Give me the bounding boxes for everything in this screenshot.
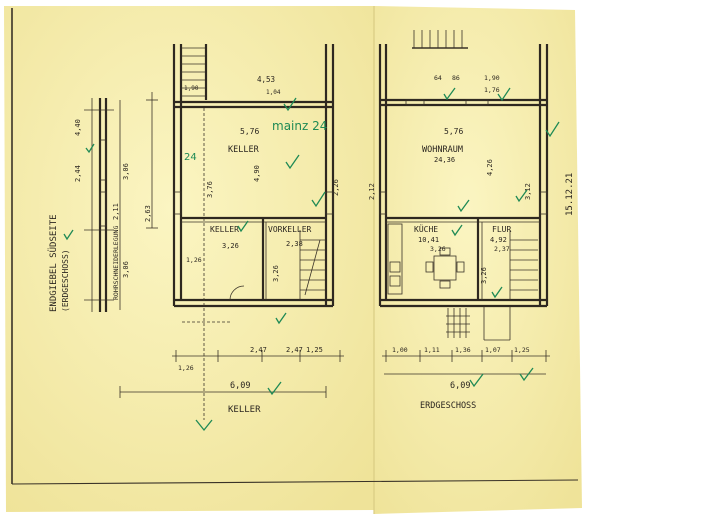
basement-bottom-dim-3: 1,25 [306, 346, 323, 354]
basement-plan: 4,53 1,90 1,04 5,76 mainz 24 24 KELLER 4… [119, 44, 344, 432]
ground-room-wohnraum-label: WOHNRAUM [422, 145, 463, 155]
basement-room-vorkeller-dim: 2,38 [286, 240, 303, 248]
basement-bottom-dim-2: 2,47 [286, 346, 303, 354]
ground-room-kuche-label: KÜCHE [414, 224, 438, 234]
basement-room-keller-area: 24 [184, 152, 197, 163]
kitchen-table [425, 247, 465, 289]
basement-side-dim-4: 1,26 [186, 256, 202, 264]
side-dim-3: 3,06 [122, 261, 130, 278]
basement-annotation-green: mainz 24 [272, 119, 327, 133]
ground-room-wohnraum-dim: 5,76 [444, 127, 463, 136]
basement-side-dim-2: 2,26 [332, 179, 340, 196]
basement-side-dim-3: 3,26 [272, 265, 280, 282]
ground-bottom-dim-5: 1,25 [514, 346, 530, 354]
ground-bottom-dim-1: 1,00 [392, 346, 408, 354]
margin-note: 15.12.21 [565, 173, 575, 216]
basement-top-dim: 4,53 [257, 75, 275, 84]
ground-floor-plan: 64 86 1,90 1,76 5,76 WOHNRAUM 24,36 KÜCH… [368, 30, 560, 411]
side-elevation-title: ENDGIEBEL SÜDSEITE [48, 214, 59, 312]
basement-room-keller-label: KELLER [228, 145, 260, 155]
ground-plan-title: ERDGESCHOSS [420, 401, 476, 411]
ground-top-dim-1: 64 [434, 74, 442, 82]
ground-room-kuche-area: 10,41 [418, 236, 439, 244]
ground-top-dim-3: 1,90 [484, 74, 500, 82]
ground-room-wohnraum-area: 24,36 [434, 156, 455, 164]
ground-room-flur-dim: 2,37 [494, 245, 510, 253]
kitchen-counter [387, 223, 403, 295]
ground-side-dim-2: 3,26 [480, 267, 488, 284]
ground-top-dim-4: 1,76 [484, 86, 500, 94]
basement-keller-main-dim: 5,76 [240, 127, 259, 136]
ground-side-dim-1: 4,26 [486, 159, 494, 176]
side-dim-2: 4,40 [74, 119, 82, 136]
basement-room-vorkeller-label: VORKELLER [268, 225, 312, 234]
side-dim-1: 2,44 [74, 165, 82, 182]
basement-room-keller-height: 4,90 [253, 165, 261, 182]
basement-bottom-dim-1: 2,47 [250, 346, 267, 354]
ground-width-total: 6,09 [450, 381, 470, 391]
side-elevation-subtitle: (ERDGESCHOSS) [61, 249, 70, 312]
basement-stair-lower [299, 230, 326, 300]
ground-side-dim-3: 2,12 [368, 183, 376, 200]
ground-bottom-dim-3: 1,36 [455, 346, 471, 354]
ground-bottom-dim-4: 1,07 [485, 346, 501, 354]
ground-bottom-dim-2: 1,11 [424, 346, 440, 354]
basement-width-total: 6,09 [230, 381, 250, 391]
side-dim-5: 3,06 [122, 163, 130, 180]
basement-stair-dim-2: 1,04 [266, 89, 281, 96]
basement-plan-title: KELLER [228, 405, 261, 415]
basement-side-dim-1: 3,76 [206, 181, 214, 198]
ground-side-dim-4: 3,12 [524, 183, 532, 200]
ground-room-flur-label: FLUR [492, 225, 511, 234]
basement-room-keller2-dim: 3,26 [222, 242, 239, 250]
basement-stair-dim-1: 1,90 [184, 85, 199, 92]
ground-room-flur-area: 4,92 [490, 236, 507, 244]
basement-bottom-dim-4: 1,26 [178, 364, 194, 372]
side-elevation-vertical-label: ROHRSCHNEIDERLEGUNG [112, 226, 120, 300]
ground-balcony-rail [412, 30, 468, 49]
page-border-bottom [11, 479, 579, 485]
paper-sheet-left [4, 6, 374, 512]
side-elevation: 2,44 4,40 3,06 2,63 3,06 2,11 ROHRSCHNEI… [48, 92, 158, 312]
ground-entrance-steps [446, 306, 511, 341]
side-dim-6: 2,11 [112, 203, 120, 220]
ground-stair [509, 230, 538, 300]
ground-room-kuche-dim: 3,26 [430, 245, 446, 253]
basement-room-keller2-label: KELLER [210, 225, 239, 234]
side-dim-4: 2,63 [144, 205, 152, 222]
ground-top-dim-2: 86 [452, 74, 460, 82]
basement-stair [181, 44, 208, 100]
